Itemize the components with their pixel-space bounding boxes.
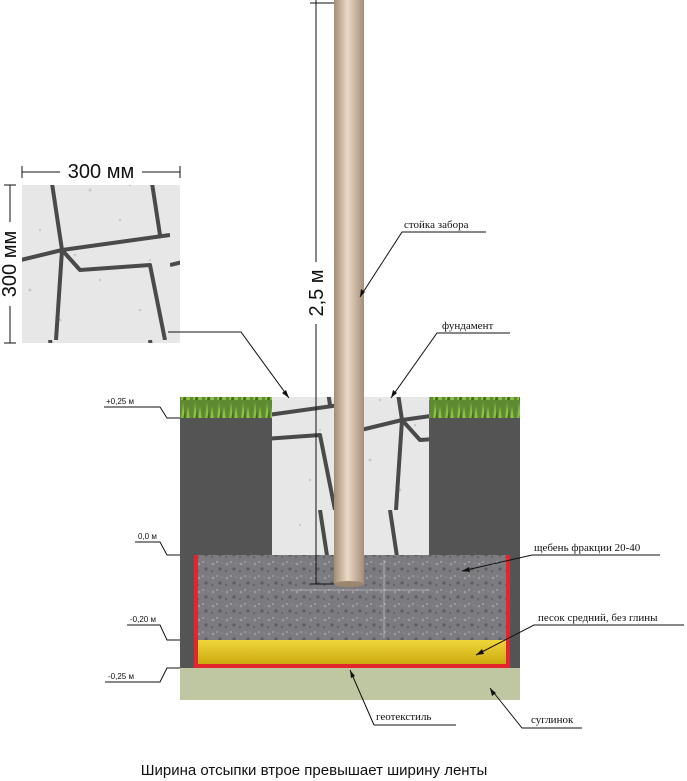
callout-crushed-stone: щебень фракции 20-40 xyxy=(461,542,660,572)
callout-geotextile: геотекстиль xyxy=(349,669,456,726)
label-crushed-stone: щебень фракции 20-40 xyxy=(534,542,641,554)
callout-tile-to-foundation xyxy=(168,331,290,399)
tile-width-label: 300 мм xyxy=(68,161,134,183)
callout-foundation: фундамент xyxy=(390,320,510,399)
diagram-caption: Ширина отсыпки втрое превышает ширину ле… xyxy=(141,762,488,779)
callout-sand: песок средний, без глины xyxy=(475,612,684,656)
level-zero-label: 0,0 м xyxy=(138,532,157,541)
post-height-dimension: 2,5 м xyxy=(300,0,334,585)
label-fence-post: стойка забора xyxy=(404,219,469,231)
grass-right xyxy=(429,397,520,418)
level-mark-minus-020: -0,20 м xyxy=(127,615,180,641)
level-top-label: +0,25 м xyxy=(106,397,134,406)
fence-post xyxy=(334,0,364,584)
callout-fence-post: стойка забора xyxy=(359,219,486,298)
tile-height-dimension: 300 мм xyxy=(0,184,21,344)
level-mark-top: +0,25 м xyxy=(104,397,180,419)
level-minus-020-label: -0,20 м xyxy=(130,615,156,624)
level-mark-minus-025: -0,25 м xyxy=(105,667,180,683)
label-loam: суглинок xyxy=(531,714,574,726)
geotextile-line xyxy=(194,555,510,668)
sand-layer xyxy=(196,640,508,665)
post-height-label: 2,5 м xyxy=(306,269,328,316)
tile-width-dimension: 300 мм xyxy=(21,158,181,183)
label-sand: песок средний, без глины xyxy=(538,612,658,624)
callout-loam: суглинок xyxy=(489,687,582,729)
label-foundation: фундамент xyxy=(442,320,493,332)
tile-sample xyxy=(22,185,180,343)
loam-layer xyxy=(180,668,520,700)
level-mark-zero: 0,0 м xyxy=(135,532,180,556)
label-geotextile: геотекстиль xyxy=(376,711,431,723)
level-minus-025-label: -0,25 м xyxy=(108,672,134,681)
tile-height-label: 300 мм xyxy=(0,231,21,297)
grass-left xyxy=(180,397,272,418)
